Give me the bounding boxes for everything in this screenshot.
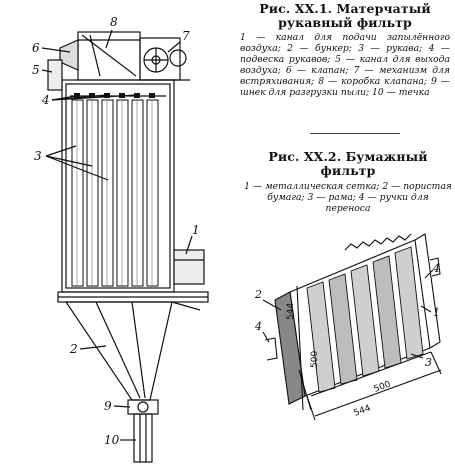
dim-544-horizontal: 544 xyxy=(353,403,373,418)
dim-500-horizontal: 500 xyxy=(373,379,393,394)
caption-divider xyxy=(310,133,400,134)
fig1-label-4: 4 xyxy=(41,93,50,107)
fig1-label-9: 9 xyxy=(104,399,112,413)
fig2-label-2: 2 xyxy=(254,288,262,301)
dim-544-vertical: 544 xyxy=(286,303,296,320)
bag-filter-drawing: 8 7 6 5 4 3 1 2 9 10 xyxy=(32,15,209,463)
fig1-label-10: 10 xyxy=(104,433,120,447)
dim-500-vertical: 500 xyxy=(310,351,320,368)
fig2-label-1: 1 xyxy=(433,306,440,319)
paper-filter-drawing: 2 4 4 1 3 544 500 500 544 xyxy=(254,233,442,421)
fig1-label-1: 1 xyxy=(192,223,200,237)
fig2-label-4-left: 4 xyxy=(254,320,262,333)
fig1-label-7: 7 xyxy=(182,29,190,43)
fig2-label-4-right: 4 xyxy=(432,262,440,275)
fig2-label-3: 3 xyxy=(425,356,432,369)
fig2-legend: 1 — металлическая сетка; 2 — пористая бу… xyxy=(244,181,452,214)
fig1-title: Рис. XX.1. Матерчатый рукавный фильтр xyxy=(259,1,431,30)
fig1-legend: 1 — канал для подачи запылённого воздуха… xyxy=(240,32,450,98)
fig2-title: Рис. XX.2. Бумажный фильтр xyxy=(268,149,428,178)
fig1-label-2: 2 xyxy=(69,342,78,356)
fig1-label-3: 3 xyxy=(34,149,42,163)
fig1-label-8: 8 xyxy=(110,15,118,29)
fig1-label-6: 6 xyxy=(32,41,40,55)
fig1-label-5: 5 xyxy=(32,63,40,77)
